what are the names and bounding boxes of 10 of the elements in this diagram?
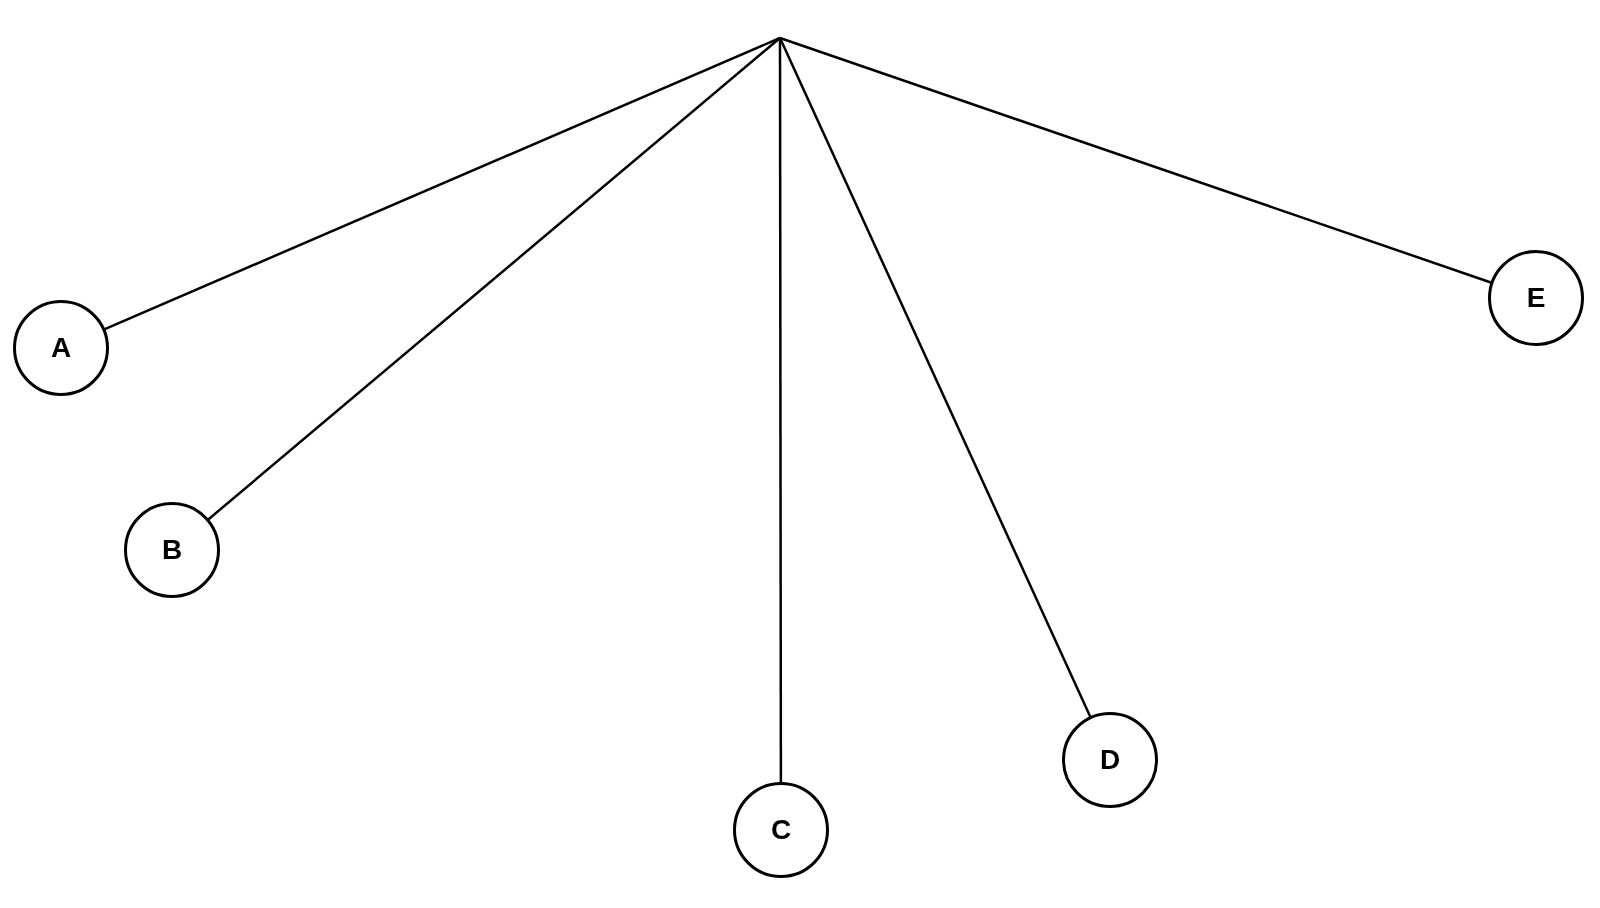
connector-line	[779, 36, 1492, 284]
node-label: C	[770, 816, 792, 844]
connector-line	[778, 38, 783, 783]
connector-line	[207, 37, 781, 521]
node-label: E	[1526, 284, 1546, 312]
node-label: D	[1099, 746, 1121, 774]
node-label: B	[161, 536, 183, 564]
connector-line	[103, 36, 781, 331]
node-label: A	[50, 334, 72, 362]
connector-line	[778, 37, 1092, 718]
